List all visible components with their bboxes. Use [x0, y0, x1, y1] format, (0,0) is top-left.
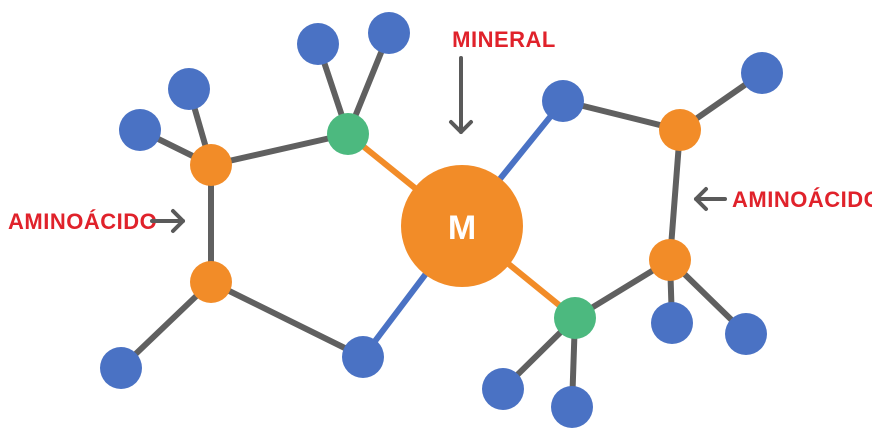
blue-atom [482, 368, 524, 410]
blue-atom [100, 347, 142, 389]
atoms [100, 12, 783, 428]
aminoacid-left-arrow [150, 209, 185, 233]
blue-atom [168, 68, 210, 110]
aminoacid-right-arrow [694, 187, 727, 211]
aminoacid-right-label: AMINOÁCIDO [732, 187, 872, 212]
blue-atom [342, 336, 384, 378]
green-atom [554, 297, 596, 339]
orange-atom [659, 109, 701, 151]
mineral-center-atom [401, 165, 523, 287]
green-atom [327, 113, 369, 155]
orange-atom [649, 239, 691, 281]
blue-atom [542, 80, 584, 122]
mineral-arrow [449, 56, 473, 134]
bond [208, 279, 366, 360]
blue-atom [551, 386, 593, 428]
bond [667, 127, 683, 263]
mineral-label: MINERAL [452, 27, 556, 52]
blue-atom [368, 12, 410, 54]
blue-atom [741, 52, 783, 94]
bond [208, 131, 351, 168]
center-label: M [448, 209, 476, 247]
blue-atom [297, 23, 339, 65]
blue-atom [651, 302, 693, 344]
blue-atom [119, 109, 161, 151]
blue-atom [725, 313, 767, 355]
orange-atom [190, 144, 232, 186]
orange-atom [190, 261, 232, 303]
aminoacid-left-label: AMINOÁCIDO [8, 209, 157, 234]
